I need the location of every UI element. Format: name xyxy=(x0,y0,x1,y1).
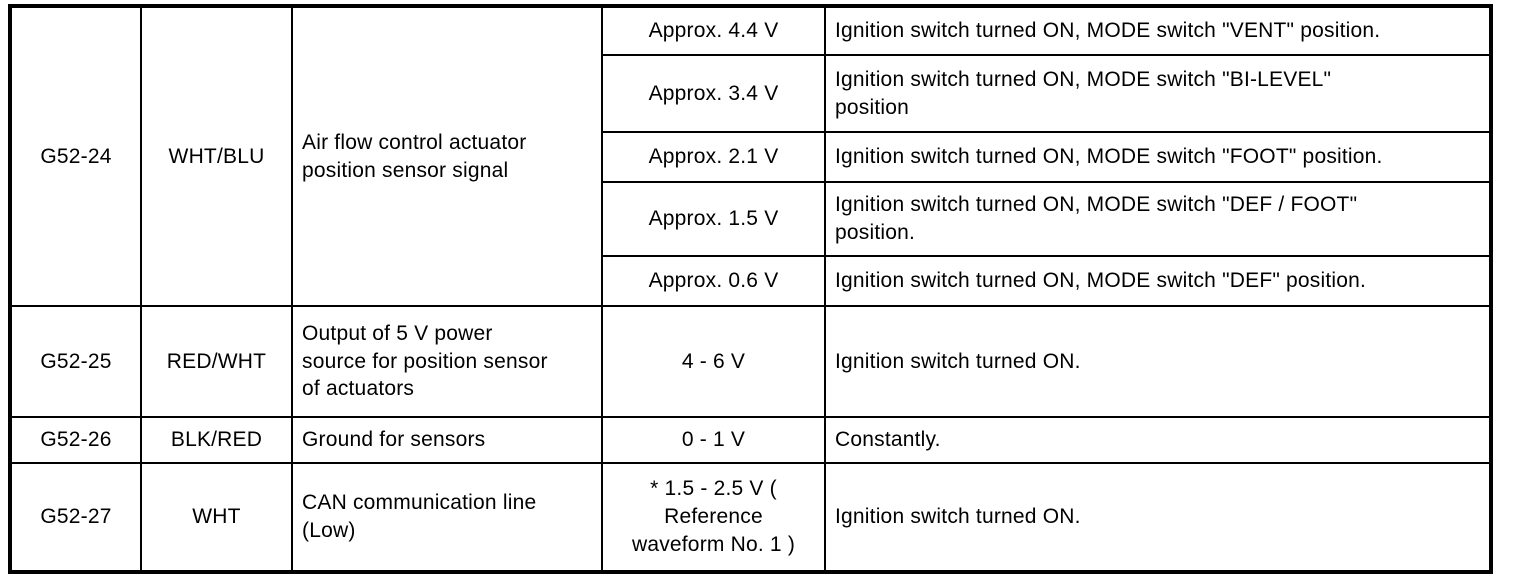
condition-cell: Ignition switch turned ON, MODE switch "… xyxy=(824,54,1492,133)
table-row: Approx. 3.4 V Ignition switch turned ON,… xyxy=(10,54,1492,133)
table-row: G52-25 RED/WHT Output of 5 V power sourc… xyxy=(9,305,1492,418)
wire-color-cell: RED/WHT xyxy=(140,305,293,418)
table-row: G52-27 WHT CAN communication line (Low) … xyxy=(9,462,1492,573)
table-row: G52-24 WHT/BLU Air flow control actuator… xyxy=(9,5,1492,307)
wire-color-cell: BLK/RED xyxy=(140,416,293,464)
table-row: Approx. 0.6 V Ignition switch turned ON,… xyxy=(10,255,1492,307)
voltage-cell: 0 - 1 V xyxy=(601,416,826,464)
voltage-cell: 4 - 6 V xyxy=(601,305,826,418)
condition-cell: Ignition switch turned ON, MODE switch "… xyxy=(824,181,1492,257)
table-row: Approx. 2.1 V Ignition switch turned ON,… xyxy=(10,131,1492,183)
terminal-cell: G52-26 xyxy=(9,416,142,464)
terminal-cell: G52-27 xyxy=(9,462,142,573)
terminal-voltage-table: G52-24 WHT/BLU Air flow control actuator… xyxy=(8,4,1493,574)
voltage-cell: Approx. 3.4 V xyxy=(601,54,826,133)
terminal-cell: G52-25 xyxy=(9,305,142,418)
condition-cell: Constantly. xyxy=(824,416,1492,464)
table-row: G52-26 BLK/RED Ground for sensors 0 - 1 … xyxy=(9,416,1492,464)
description-cell: Ground for sensors xyxy=(291,416,603,464)
terminal-cell: G52-24 xyxy=(9,5,142,307)
condition-cell: Ignition switch turned ON, MODE switch "… xyxy=(824,255,1492,307)
voltage-cell: Approx. 2.1 V xyxy=(601,131,826,183)
condition-cell: Ignition switch turned ON, MODE switch "… xyxy=(824,5,1492,56)
voltage-cell: * 1.5 - 2.5 V ( Reference waveform No. 1… xyxy=(601,462,826,573)
condition-cell: Ignition switch turned ON. xyxy=(824,305,1492,418)
condition-cell: Ignition switch turned ON. xyxy=(824,462,1492,573)
description-cell: Output of 5 V power source for position … xyxy=(291,305,603,418)
wire-color-cell: WHT/BLU xyxy=(140,5,293,307)
table-row: Approx. 1.5 V Ignition switch turned ON,… xyxy=(10,181,1492,257)
voltage-cell: Approx. 1.5 V xyxy=(601,181,826,257)
description-cell: CAN communication line (Low) xyxy=(291,462,603,573)
wire-color-cell: WHT xyxy=(140,462,293,573)
voltage-cell: Approx. 0.6 V xyxy=(601,255,826,307)
description-cell: Air flow control actuator position senso… xyxy=(291,5,603,307)
condition-cell: Ignition switch turned ON, MODE switch "… xyxy=(824,131,1492,183)
voltage-cell: Approx. 4.4 V xyxy=(601,5,826,56)
